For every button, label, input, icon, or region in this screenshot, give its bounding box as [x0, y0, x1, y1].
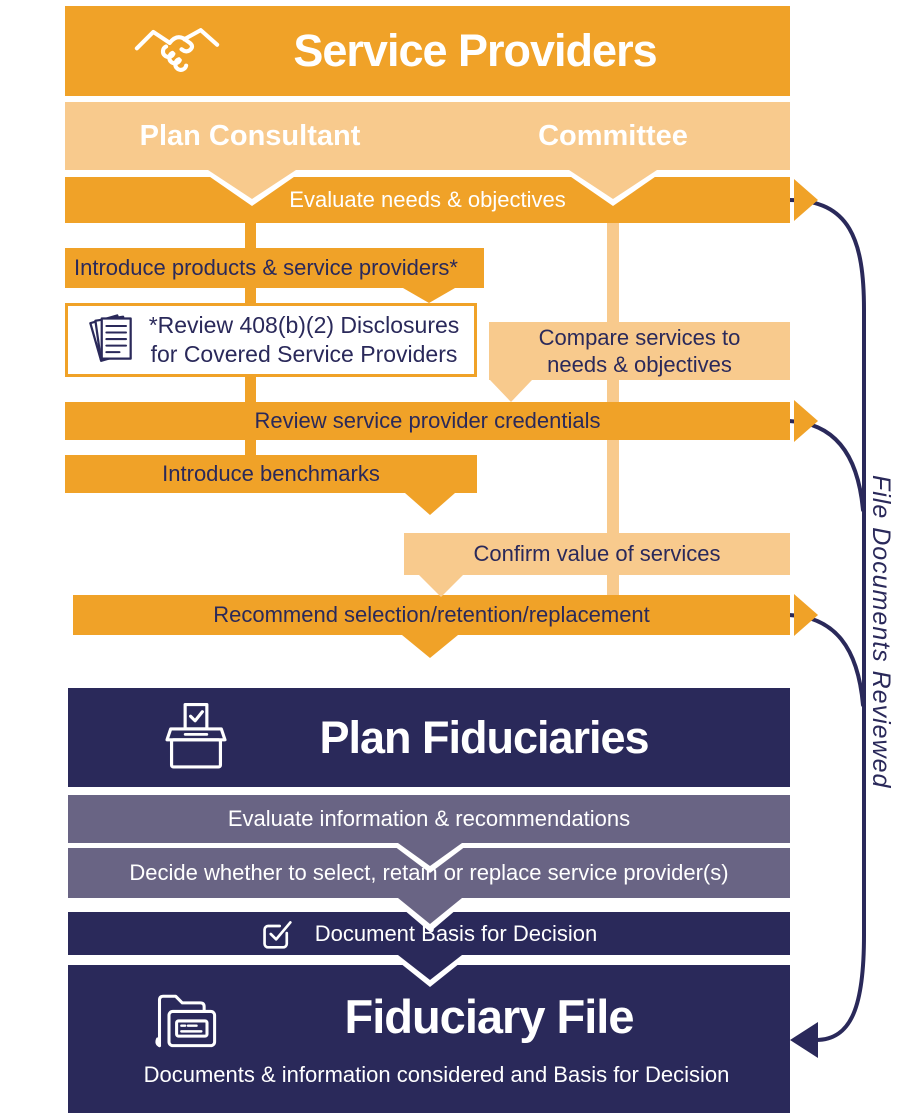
down-pointer [419, 575, 463, 597]
ballot-box-icon [165, 702, 227, 769]
checkbox-icon [262, 920, 292, 949]
step-evaluate-info: Evaluate information & recommendations [68, 795, 790, 843]
fiduciary-file-section: Fiduciary File Documents & information c… [68, 965, 790, 1113]
plan-consultant-pointer [208, 170, 296, 199]
right-arrow-icon [794, 179, 818, 221]
columns-bar [65, 102, 790, 170]
disclosures-text: *Review 408(b)(2) Disclosures for Covere… [140, 311, 474, 369]
down-pointer [398, 898, 462, 924]
folder-icon [155, 994, 217, 1048]
committee-pointer [569, 170, 657, 199]
down-pointer [398, 955, 462, 980]
step-evaluate-needs: Evaluate needs & objectives [65, 177, 790, 223]
plan-fiduciaries-header: Plan Fiduciaries [68, 688, 790, 787]
fiduciary-file-subtitle: Documents & information considered and B… [143, 1062, 730, 1087]
step-compare-services: Compare services to needs & objectives [489, 322, 790, 380]
down-pointer [402, 635, 458, 658]
down-pointer [403, 288, 455, 303]
consultant-connector [245, 377, 256, 402]
compare-line2: needs & objectives [547, 352, 732, 377]
disclosures-callout: *Review 408(b)(2) Disclosures for Covere… [65, 303, 477, 377]
step-recommend: Recommend selection/retention/replacemen… [73, 595, 790, 635]
documents-icon [89, 314, 132, 362]
consultant-connector [245, 440, 256, 455]
step-introduce-products: Introduce products & service providers* [65, 248, 484, 288]
committee-connector [607, 380, 619, 402]
down-pointer [405, 493, 455, 515]
service-providers-header: Service Providers [65, 6, 790, 96]
disclosures-line1: *Review 408(b)(2) Disclosures [148, 312, 460, 338]
plan-fiduciaries-title: Plan Fiduciaries [319, 712, 649, 763]
compare-line1: Compare services to [538, 325, 741, 350]
down-pointer [490, 380, 532, 402]
consultant-connector [245, 288, 256, 303]
step-decide: Decide whether to select, retain or repl… [68, 848, 790, 898]
step-review-credentials: Review service provider credentials [65, 402, 790, 440]
service-providers-title: Service Providers [293, 25, 657, 76]
right-arrow-icon [794, 400, 818, 442]
right-arrow-icon [794, 594, 818, 636]
file-documents-reviewed-label: File Documents Reviewed [867, 475, 895, 789]
committee-connector [607, 575, 619, 595]
disclosures-line2: for Covered Service Providers [150, 341, 458, 367]
column-committee: Committee [538, 120, 688, 152]
committee-connector [607, 440, 619, 533]
handshake-icon [134, 28, 220, 72]
down-pointer [398, 843, 462, 866]
committee-connector [607, 223, 619, 322]
arrowhead-into-file-icon [790, 1022, 818, 1058]
column-plan-consultant: Plan Consultant [139, 120, 361, 152]
step-confirm-value: Confirm value of services [404, 533, 790, 575]
fiduciary-file-title: Fiduciary File [344, 990, 635, 1043]
step-introduce-benchmarks: Introduce benchmarks [65, 455, 477, 493]
consultant-connector [245, 223, 256, 248]
